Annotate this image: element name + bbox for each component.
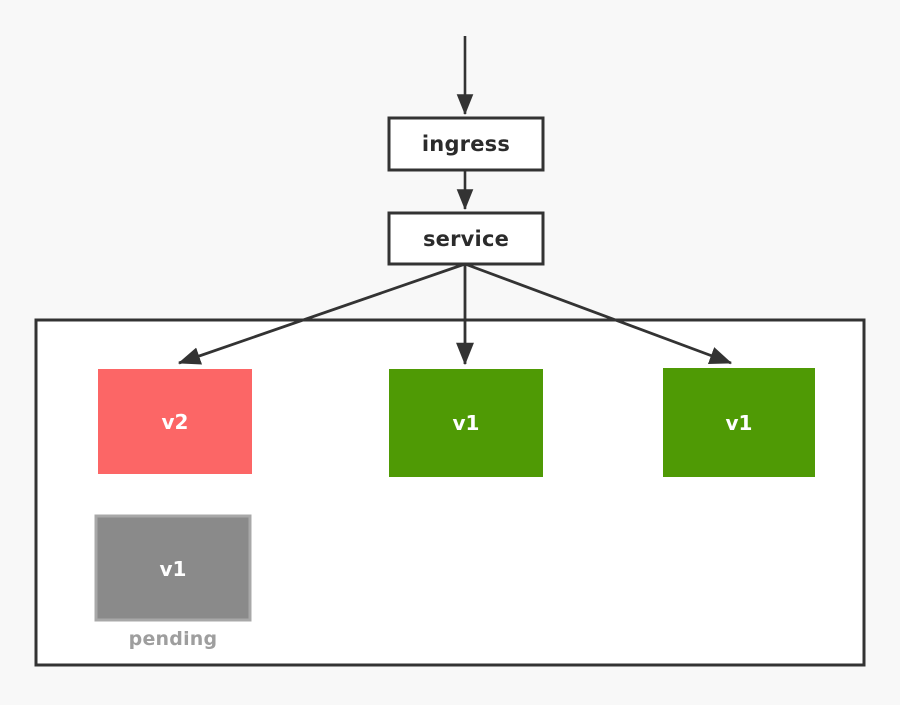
- pod-v2-red[interactable]: [98, 369, 252, 474]
- edge-service-to-pod-v1-right: [464, 262, 733, 365]
- edge-service-to-pod-v2: [177, 262, 466, 365]
- pod-v1-green-middle[interactable]: [389, 369, 543, 477]
- pod-v1-pending-gray[interactable]: [94, 514, 252, 622]
- node-service-box[interactable]: [387, 211, 545, 266]
- pod-v1-green-right[interactable]: [663, 368, 815, 477]
- node-ingress-box[interactable]: [387, 116, 545, 172]
